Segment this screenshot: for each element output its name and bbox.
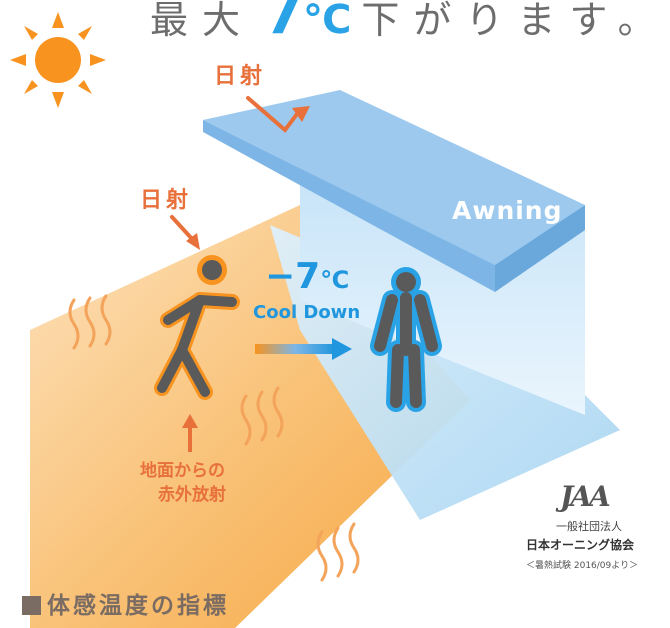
- headline-suffix: 下がります。: [361, 0, 670, 42]
- temperature-value: −7: [265, 256, 321, 297]
- temperature-drop: −7℃: [265, 256, 349, 297]
- organization-name: 日本オーニング協会: [526, 538, 635, 552]
- awning-side: [495, 205, 585, 292]
- sunlight-arrow-top: [246, 96, 310, 133]
- ground-label-line1: 地面からの: [140, 461, 225, 481]
- heat-waves: [68, 294, 360, 582]
- cool-person-icon: [370, 267, 442, 412]
- cool-down-arrow: [255, 338, 352, 360]
- footer-title: 体感温度の指標: [22, 586, 229, 620]
- footer-title-text: 体感温度の指標: [47, 593, 229, 619]
- headline-value: 7℃: [264, 0, 352, 47]
- temperature-unit: ℃: [320, 266, 350, 294]
- diagram-svg: [10, 12, 620, 628]
- awning-label: Awning: [452, 196, 563, 225]
- sunlight-label-side: 日射: [140, 188, 193, 213]
- bullet-square-icon: [22, 596, 41, 615]
- ground-label-line2: 赤外放射: [158, 485, 226, 505]
- sunlight-arrow-side: [170, 215, 200, 250]
- awning-front: [203, 120, 495, 292]
- organization-logo: JAA: [560, 480, 611, 513]
- cool-down-label: Cool Down: [253, 302, 361, 323]
- source-note: ＜暑熱試験 2016/09より＞: [526, 561, 639, 571]
- sun-icon: [10, 12, 106, 108]
- infrared-arrow: [182, 414, 198, 452]
- sunlight-label-top: 日射: [214, 64, 267, 89]
- organization-type: 一般社団法人: [556, 520, 622, 533]
- awning-top: [203, 90, 585, 265]
- headline-prefix: 最大: [150, 0, 255, 42]
- hot-person-icon: [154, 255, 240, 400]
